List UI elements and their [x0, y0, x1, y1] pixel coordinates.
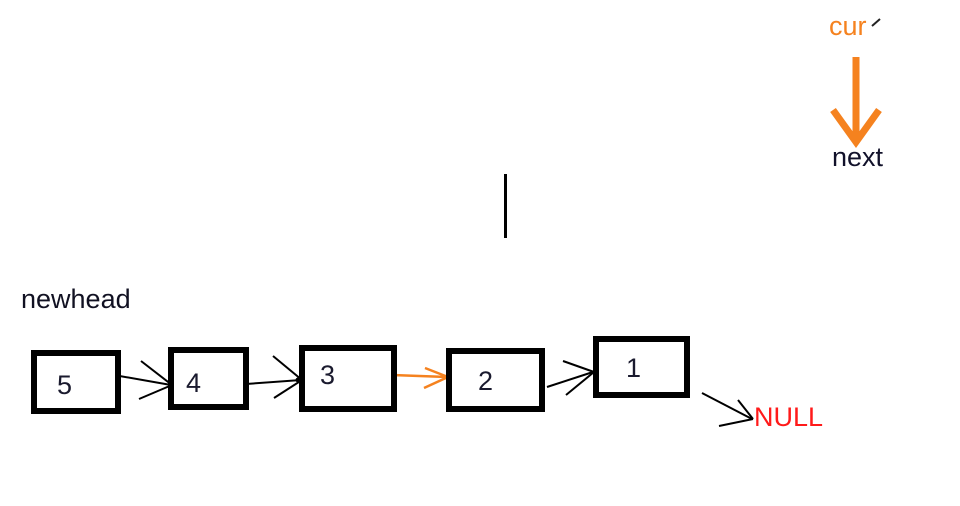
node-value-2: 2	[478, 366, 494, 396]
arrow-3-to-2-highlight	[391, 366, 449, 390]
arrow-2-to-1	[546, 360, 595, 396]
label-cur: cur	[829, 11, 867, 41]
node-value-3: 3	[320, 360, 336, 390]
node-value-5: 5	[57, 370, 73, 400]
arrow-1-to-null	[701, 392, 754, 427]
cur-down-arrow	[830, 57, 882, 148]
arrow-4-to-3	[245, 355, 303, 399]
node-box-4[interactable]	[168, 347, 249, 410]
label-newhead: newhead	[21, 284, 131, 314]
pen-tick-mark	[871, 18, 881, 27]
arrow-5-to-4	[113, 360, 173, 400]
node-box-1[interactable]	[593, 336, 690, 398]
node-box-3[interactable]	[299, 345, 397, 412]
node-box-2[interactable]	[446, 348, 545, 412]
node-box-5[interactable]	[31, 350, 121, 414]
label-null: NULL	[754, 402, 824, 432]
node-value-1: 1	[626, 353, 642, 383]
node-value-4: 4	[186, 368, 202, 398]
label-next: next	[832, 142, 884, 172]
